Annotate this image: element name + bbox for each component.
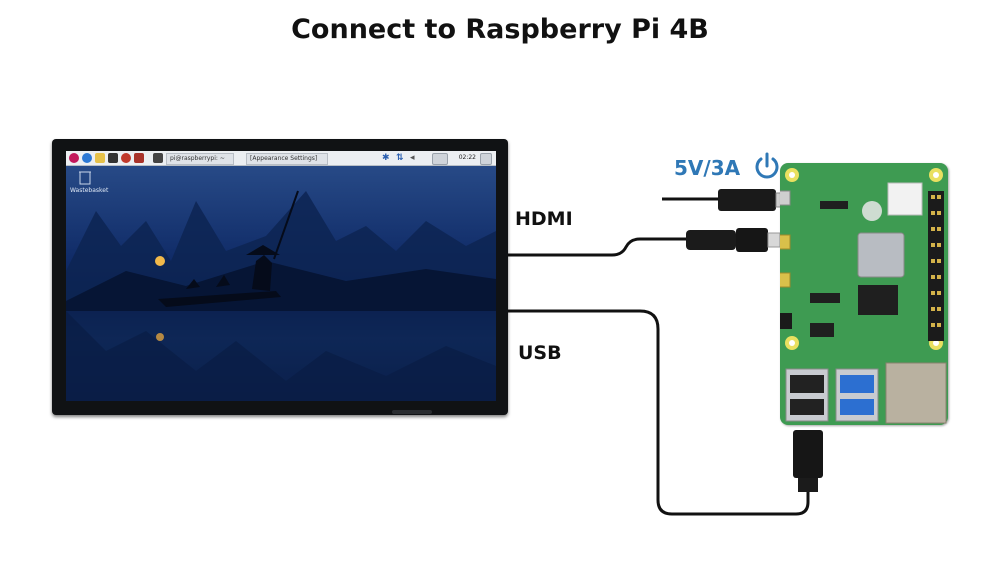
cpu-monitor-icon[interactable] [432,153,448,165]
usb-cable [508,309,810,516]
terminal-icon[interactable] [153,153,163,163]
folder-icon[interactable] [95,153,105,163]
usb-label: USB [518,342,562,364]
bezel-edge [392,410,432,414]
browser-icon[interactable] [82,153,92,163]
network-icon[interactable]: ⇅ [396,153,404,163]
terminal-icon[interactable] [108,153,118,163]
hdmi-cable [508,237,688,257]
bluetooth-icon[interactable]: ✱ [382,153,390,163]
raspberry-logo-icon [862,201,882,221]
eject-icon[interactable] [480,153,492,165]
wastebasket-icon[interactable] [78,169,92,185]
board-components [780,168,947,424]
volume-icon[interactable]: ◂ [410,153,415,163]
hdmi-label: HDMI [515,208,573,230]
hdmi-display-monitor: pi@raspberrypi: ~ [Appearance Settings] … [52,139,508,415]
power-icon [755,152,779,179]
taskbar: pi@raspberrypi: ~ [Appearance Settings] … [66,151,496,166]
app-icon[interactable] [121,153,131,163]
taskbar-clock: 02:22 [458,154,476,161]
hdmi-plug [686,228,781,252]
wastebasket-label: Wastebasket [70,187,109,194]
raspberry-pi-4b-board [780,163,948,425]
taskbar-task-terminal[interactable]: pi@raspberrypi: ~ [166,153,234,165]
diagram-title: Connect to Raspberry Pi 4B [291,14,709,45]
taskbar-task-appearance[interactable]: [Appearance Settings] [246,153,328,165]
wallpaper [66,190,496,401]
usb-plug [793,430,823,492]
power-spec-label: 5V/3A [674,156,741,180]
app-icon[interactable] [134,153,144,163]
monitor-screen: pi@raspberrypi: ~ [Appearance Settings] … [66,151,496,401]
raspberry-logo-icon[interactable] [69,153,79,163]
